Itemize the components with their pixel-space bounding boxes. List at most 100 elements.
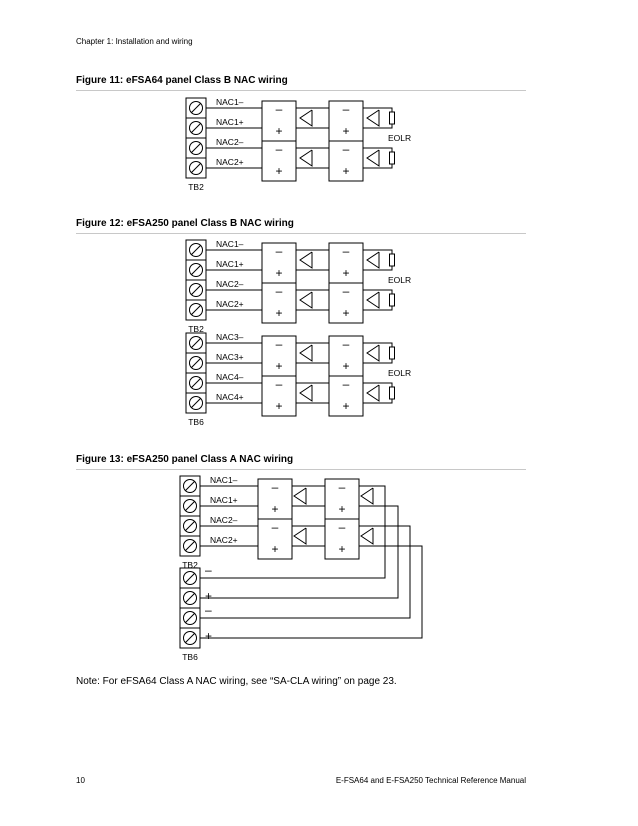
terminal-screw-slot [185, 521, 195, 531]
nac-device-1-1 [261, 375, 297, 417]
terminal-screw-icon [189, 161, 203, 175]
device-minus-sign: – [343, 284, 350, 298]
device-minus-sign: – [276, 377, 283, 391]
device-plus-sign: + [342, 266, 349, 280]
terminal-label-2: NAC2– [216, 279, 244, 289]
nac-device-0-1 [261, 100, 297, 142]
device-minus-sign: – [343, 102, 350, 116]
eolr-resistor-icon [389, 293, 395, 307]
return-wire-positive [200, 505, 399, 599]
terminal-screw-slot [185, 501, 195, 511]
terminal-label-1: NAC1+ [210, 495, 238, 505]
terminal-screw-icon [189, 376, 203, 390]
chapter-header: Chapter 1: Installation and wiring [76, 37, 193, 46]
device-plus-sign: + [275, 124, 282, 138]
horn-icon [299, 251, 313, 269]
nac-device-0-2 [328, 100, 364, 142]
terminal-screw-slot [185, 481, 195, 491]
terminal-label-1: NAC1+ [216, 117, 244, 127]
terminal-screw-icon [189, 243, 203, 257]
terminal-screw-icon [183, 519, 197, 533]
terminal-screw-slot [191, 143, 201, 153]
terminal-label-0: NAC3– [216, 332, 244, 342]
terminal-screw-slot [185, 613, 195, 623]
terminal-screw-slot [191, 245, 201, 255]
terminal-screw-icon [183, 479, 197, 493]
device-minus-sign: – [343, 337, 350, 351]
device-plus-sign: + [271, 542, 278, 556]
terminal-screw-icon [189, 303, 203, 317]
block-label: TB2 [188, 182, 204, 192]
device-plus-sign: + [271, 502, 278, 516]
device-minus-sign: – [276, 102, 283, 116]
terminal-screw-icon [183, 611, 197, 625]
figure-13-rule [76, 469, 526, 470]
device-minus-sign: – [343, 244, 350, 258]
return-terminal-sign-1: + [205, 589, 212, 603]
return-wire-negative [200, 485, 386, 579]
figure-13-title: Figure 13: eFSA250 panel Class A NAC wir… [76, 454, 294, 465]
horn-icon [360, 527, 374, 545]
terminal-screw-slot [191, 378, 201, 388]
eolr-resistor-icon [389, 111, 395, 125]
device-plus-sign: + [275, 359, 282, 373]
horn-icon [360, 487, 374, 505]
terminal-screw-slot [191, 398, 201, 408]
nac-device-1-2 [328, 375, 364, 417]
device-minus-sign: – [343, 142, 350, 156]
horn-icon [293, 527, 307, 545]
terminal-screw-slot [185, 633, 195, 643]
device-plus-sign: + [275, 266, 282, 280]
return-terminal-sign-2: – [205, 603, 212, 617]
terminal-label-2: NAC2– [210, 515, 238, 525]
figure-12-diagram: NAC1–NAC1+NAC2–NAC2+–+–+–+–+TB2EOLRNAC3–… [185, 239, 411, 427]
device-minus-sign: – [276, 244, 283, 258]
terminal-screw-slot [191, 103, 201, 113]
device-minus-sign: – [272, 480, 279, 494]
eolr-label: EOLR [388, 275, 411, 285]
terminal-screw-icon [189, 336, 203, 350]
device-plus-sign: + [338, 542, 345, 556]
horn-icon [299, 291, 313, 309]
terminal-label-3: NAC2+ [216, 299, 244, 309]
terminal-screw-icon [189, 101, 203, 115]
figure-12-rule [76, 233, 526, 234]
horn-icon [366, 291, 380, 309]
device-plus-sign: + [275, 164, 282, 178]
terminal-screw-slot [185, 541, 195, 551]
figure-11-rule [76, 90, 526, 91]
eolr-resistor-icon [389, 386, 395, 400]
page-number: 10 [76, 776, 85, 785]
terminal-label-2: NAC2– [216, 137, 244, 147]
terminal-screw-slot [191, 338, 201, 348]
horn-icon [299, 149, 313, 167]
nac-device-1-1 [261, 282, 297, 324]
terminal-screw-slot [191, 305, 201, 315]
return-wire-negative [200, 525, 411, 619]
device-plus-sign: + [342, 306, 349, 320]
terminal-screw-icon [183, 539, 197, 553]
eolr-label: EOLR [388, 133, 411, 143]
device-minus-sign: – [339, 520, 346, 534]
nac-device-0-1 [261, 335, 297, 377]
terminal-label-2: NAC4– [216, 372, 244, 382]
terminal-screw-slot [191, 163, 201, 173]
terminal-screw-slot [191, 358, 201, 368]
terminal-screw-icon [189, 263, 203, 277]
block-label-tb6: TB6 [182, 652, 198, 662]
terminal-screw-icon [189, 141, 203, 155]
device-minus-sign: – [339, 480, 346, 494]
horn-icon [366, 344, 380, 362]
nac-device-1-1 [257, 518, 293, 560]
horn-icon [366, 149, 380, 167]
terminal-screw-icon [189, 356, 203, 370]
eolr-resistor-icon [389, 346, 395, 360]
horn-icon [366, 384, 380, 402]
eolr-label: EOLR [388, 368, 411, 378]
return-wire-positive [200, 545, 423, 639]
device-minus-sign: – [343, 377, 350, 391]
terminal-screw-icon [183, 591, 197, 605]
terminal-label-3: NAC2+ [216, 157, 244, 167]
